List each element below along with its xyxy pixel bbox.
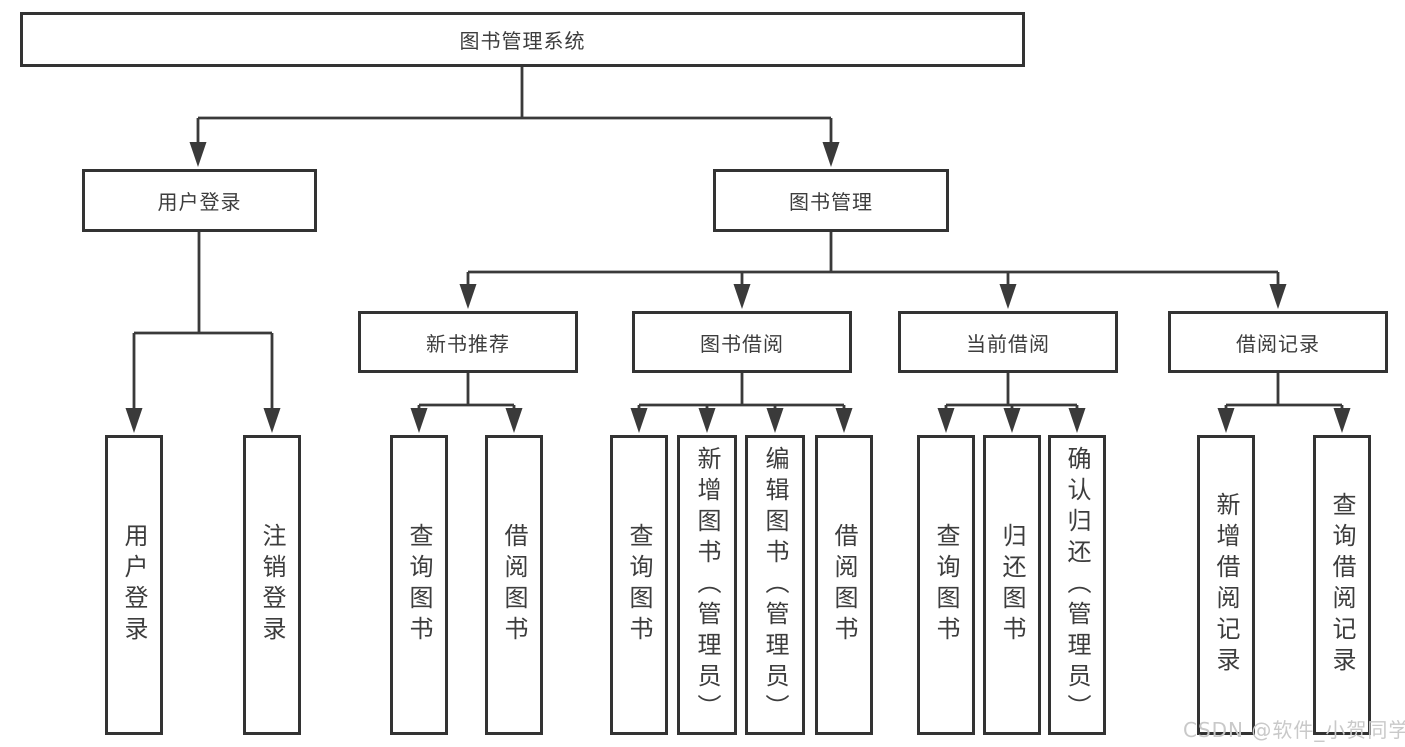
- leaf-add-books-admin: 新增图书（管理员）: [677, 435, 737, 735]
- leaf-logout: 注销登录: [243, 435, 301, 735]
- leaf-label: 查询图书: [405, 523, 433, 647]
- node-book-management: 图书管理: [713, 169, 949, 232]
- leaf-user-login: 用户登录: [105, 435, 163, 735]
- node-current-borrow: 当前借阅: [898, 311, 1118, 373]
- csdn-watermark: CSDN @软件_小贺同学: [1183, 718, 1405, 742]
- leaf-label: 查询图书: [625, 523, 653, 647]
- leaf-confirm-return-admin: 确认归还（管理员）: [1048, 435, 1106, 735]
- leaf-label: 查询图书: [932, 523, 960, 647]
- leaf-label: 借阅图书: [830, 523, 858, 647]
- leaf-query-books-recommend: 查询图书: [390, 435, 448, 735]
- leaf-label: 用户登录: [120, 523, 148, 647]
- leaf-query-books-current: 查询图书: [917, 435, 975, 735]
- leaf-label: 归还图书: [998, 523, 1026, 647]
- leaf-borrow-books-recommend: 借阅图书: [485, 435, 543, 735]
- leaf-return-books: 归还图书: [983, 435, 1041, 735]
- leaf-add-borrow-record: 新增借阅记录: [1197, 435, 1255, 735]
- leaf-label: 借阅图书: [500, 523, 528, 647]
- leaf-label: 新增借阅记录: [1212, 492, 1240, 678]
- leaf-label: 查询借阅记录: [1328, 492, 1356, 678]
- leaf-label: 确认归还（管理员）: [1063, 445, 1091, 725]
- node-library-management-system: 图书管理系统: [20, 12, 1025, 67]
- arrowheads: [125, 142, 1351, 433]
- leaf-query-borrow-record: 查询借阅记录: [1313, 435, 1371, 735]
- leaf-label: 新增图书（管理员）: [693, 445, 721, 725]
- node-book-borrow: 图书借阅: [632, 311, 852, 373]
- node-user-login: 用户登录: [82, 169, 317, 232]
- leaf-edit-books-admin: 编辑图书（管理员）: [745, 435, 805, 735]
- leaf-label: 注销登录: [258, 523, 286, 647]
- node-borrow-records: 借阅记录: [1168, 311, 1388, 373]
- leaf-borrow-books: 借阅图书: [815, 435, 873, 735]
- leaf-label: 编辑图书（管理员）: [761, 445, 789, 725]
- leaf-query-books-borrow: 查询图书: [610, 435, 668, 735]
- node-new-book-recommend: 新书推荐: [358, 311, 578, 373]
